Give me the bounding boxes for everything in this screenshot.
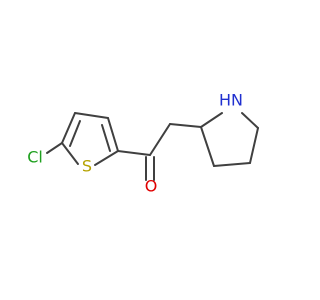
bond-c2-carbonyl bbox=[117, 150, 151, 156]
atom-sulfur: S bbox=[82, 157, 92, 176]
bond-c3pyr-c2pyr bbox=[200, 126, 215, 167]
bond-ch2-c2pyr bbox=[169, 123, 202, 128]
bond-n-c5pyr bbox=[241, 112, 259, 129]
bond-c3-c2-inner bbox=[101, 124, 111, 152]
bond-s-c5 bbox=[61, 142, 79, 165]
bond-carbonyl-ch2 bbox=[149, 123, 171, 156]
bond-c3-c2 bbox=[107, 117, 119, 152]
bond-c4pyr-c3pyr bbox=[213, 162, 251, 167]
bond-c2-s bbox=[94, 150, 119, 166]
structure-canvas: Cl S O H N bbox=[27, 91, 259, 196]
bond-c5-c4 bbox=[61, 112, 76, 144]
bond-c5-c4-inner bbox=[69, 120, 81, 147]
bond-c2pyr-n bbox=[200, 112, 223, 128]
atom-oxygen: O bbox=[145, 177, 158, 196]
atom-chlorine: Cl bbox=[27, 148, 43, 167]
bond-c5pyr-c4pyr bbox=[249, 127, 259, 164]
bond-c4-c3 bbox=[74, 112, 109, 119]
molecule-drawing: Cl S O H N bbox=[27, 91, 259, 196]
atom-hydrogen: H bbox=[219, 91, 231, 110]
bond-cl-c5 bbox=[46, 142, 63, 154]
atom-nitrogen: N bbox=[231, 91, 243, 110]
